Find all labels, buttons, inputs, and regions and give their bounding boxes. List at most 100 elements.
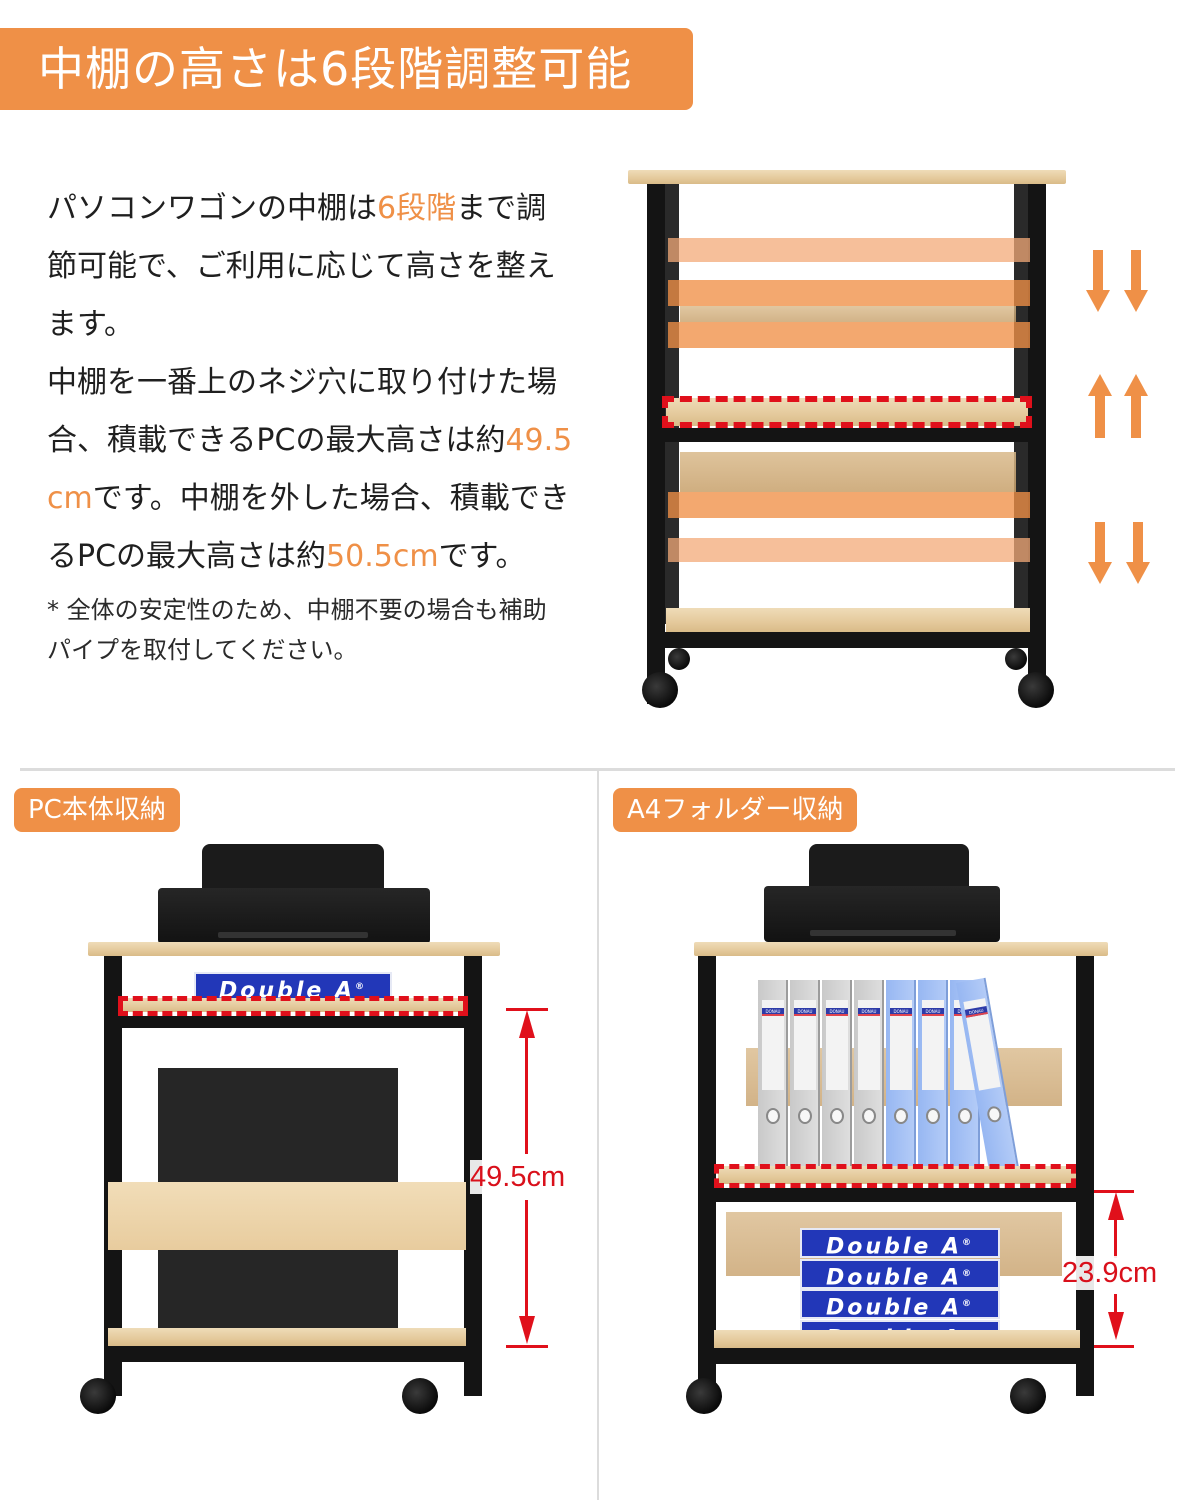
dimension-line: [1114, 1218, 1117, 1258]
binder: DONAU: [918, 980, 948, 1176]
binder-ring-hole: [830, 1108, 844, 1124]
description-line: るPCの最大高さは約50.5cmです。: [47, 528, 607, 586]
arrow-down-icon: [1086, 250, 1110, 314]
description-line: 中棚を一番上のネジ穴に取り付けた場: [47, 354, 607, 412]
description-note: * 全体の安定性のため、中棚不要の場合も補助パイプを取付してください。: [47, 590, 607, 670]
title-banner: 中棚の高さは6段階調整可能: [0, 28, 693, 110]
middle-shelf-highlight: [662, 396, 1032, 428]
binder-ring-hole: [766, 1108, 780, 1124]
description-line: cmです。中棚を外した場合、積載でき: [47, 470, 607, 528]
highlight-text: 6段階: [377, 191, 457, 226]
dimension-arrow-up-icon: [519, 1010, 535, 1038]
binder-label: DONAU: [762, 1000, 784, 1090]
top-board: [628, 170, 1066, 184]
dimension-line: [525, 1036, 528, 1154]
binder-label: DONAU: [794, 1000, 816, 1090]
binder-ring-hole: [894, 1108, 908, 1124]
highlight-text: 50.5cm: [326, 539, 439, 574]
middle-shelf-highlight: [714, 1164, 1076, 1188]
body-text: まで調: [456, 191, 547, 226]
dimension-arrow-up-icon: [1108, 1192, 1124, 1220]
body-text: パソコンワゴンの中棚は: [47, 191, 377, 226]
dimension-label-pc: 49.5cm: [470, 1160, 566, 1194]
body-text: です。: [438, 539, 526, 574]
arrow-down-icon: [1126, 522, 1150, 586]
caster-wheel: [80, 1378, 116, 1414]
binder-ring-hole: [798, 1108, 812, 1124]
bottom-rail: [698, 1348, 1094, 1364]
binder-label: DONAU: [890, 1000, 912, 1090]
binder: DONAU: [886, 980, 916, 1176]
note-line: パイプを取付してください。: [47, 636, 358, 664]
printer: [202, 844, 384, 894]
binder: DONAU: [854, 980, 884, 1176]
ghost-shelf-2: [668, 280, 1030, 306]
note-line: * 全体の安定性のため、中棚不要の場合も補助: [47, 596, 547, 624]
front-panel: [108, 1182, 466, 1250]
binder-ring-hole: [986, 1105, 1003, 1124]
middle-rail: [660, 428, 1036, 442]
top-board: [88, 942, 500, 956]
caster-wheel: [1010, 1378, 1046, 1414]
ghost-shelf-3: [668, 322, 1030, 348]
arrow-up-icon: [1124, 374, 1148, 438]
printer-slot: [218, 932, 368, 938]
binder: DONAU: [758, 980, 788, 1176]
caster-wheel: [402, 1378, 438, 1414]
middle-shelf-highlight: [118, 996, 468, 1016]
binder-brand: DONAU: [922, 1008, 944, 1016]
middle-shelf: [120, 998, 468, 1012]
binder: DONAU: [790, 980, 820, 1176]
caster-wheel: [1018, 672, 1054, 708]
page-title: 中棚の高さは6段階調整可能: [38, 42, 633, 96]
binder-label: DONAU: [922, 1000, 944, 1090]
dimension-tick-top: [1094, 1190, 1134, 1193]
body-text: です。中棚を外した場合、積載でき: [92, 481, 570, 516]
printer: [809, 844, 969, 892]
bottom-rail: [660, 632, 1036, 648]
body-text: るPCの最大高さは約: [47, 539, 327, 574]
top-board: [694, 942, 1108, 956]
panel-divider: [597, 770, 599, 1500]
description-line: ます。: [47, 296, 607, 354]
caster-wheel: [1005, 648, 1027, 670]
binder-ring-hole: [862, 1108, 876, 1124]
body-text: 中棚を一番上のネジ穴に取り付けた場: [47, 365, 557, 400]
back-panel-upper: [680, 306, 1016, 322]
binder-label: DONAU: [858, 1000, 880, 1090]
dimension-label-a4: 23.9cm: [1062, 1256, 1158, 1290]
tag-pc-storage: PC本体収納: [14, 788, 180, 832]
dimension-line: [525, 1200, 528, 1320]
left-leg: [104, 956, 122, 1396]
binder-label: DONAU: [826, 1000, 848, 1090]
binder-brand: DONAU: [964, 1006, 988, 1018]
middle-shelf: [718, 1166, 1076, 1184]
left-leg: [698, 956, 716, 1396]
description-text: パソコンワゴンの中棚は6段階まで調節可能で、ご利用に応じて高さを整えます。中棚を…: [47, 180, 607, 586]
bottom-rail: [104, 1346, 482, 1362]
highlight-text: 49.5: [505, 423, 573, 458]
bottom-shelf: [666, 608, 1030, 632]
highlight-text: cm: [47, 481, 93, 516]
arrow-up-icon: [1088, 374, 1112, 438]
caster-wheel: [642, 672, 678, 708]
paper-ream: Double A®: [800, 1228, 1000, 1259]
bottom-shelf: [714, 1330, 1080, 1348]
caster-wheel: [668, 648, 690, 670]
paper-ream: Double A®: [800, 1289, 1000, 1320]
binder-brand: DONAU: [858, 1008, 880, 1016]
right-leg: [1028, 184, 1046, 704]
a4-folder-illustration: DONAUDONAUDONAUDONAUDONAUDONAUDONAUDONAU…: [600, 840, 1200, 1500]
middle-shelf: [666, 398, 1028, 426]
middle-rail: [698, 1188, 1094, 1202]
bottom-shelf: [108, 1328, 466, 1346]
arrow-down-icon: [1124, 250, 1148, 314]
description-line: 節可能で、ご利用に応じて高さを整え: [47, 238, 607, 296]
dimension-arrow-down-icon: [1108, 1312, 1124, 1340]
printer-slot: [810, 930, 956, 936]
ghost-shelf-5: [668, 538, 1030, 562]
description-line: パソコンワゴンの中棚は6段階まで調: [47, 180, 607, 238]
dimension-arrow-down-icon: [519, 1316, 535, 1344]
description-line: 合、積載できるPCの最大高さは約49.5: [47, 412, 607, 470]
dimension-tick-top: [506, 1008, 548, 1011]
